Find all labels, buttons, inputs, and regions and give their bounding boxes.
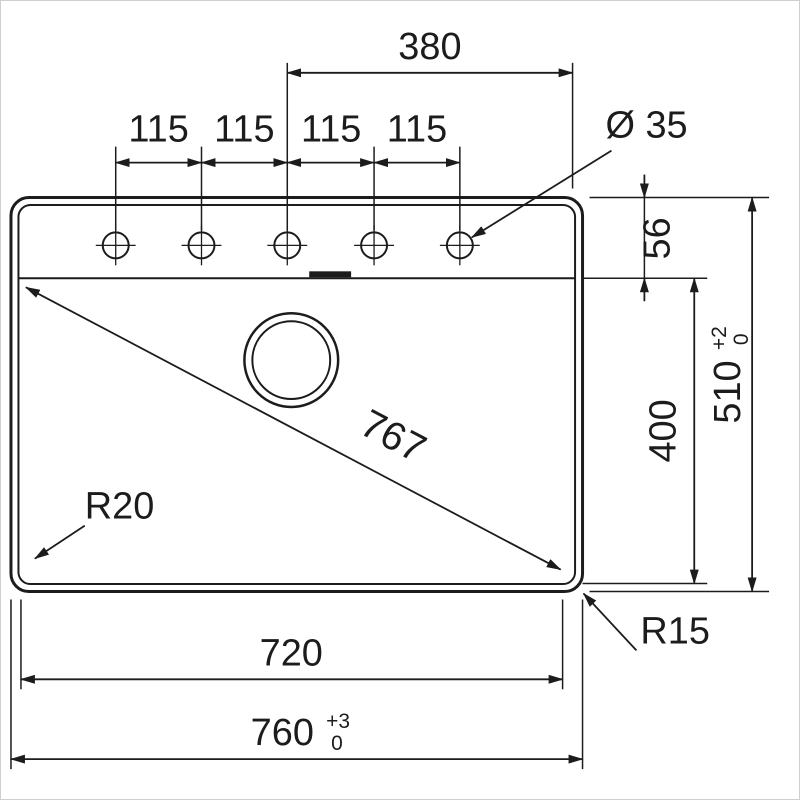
dim-overall-length-510: 510 +2 0 <box>589 196 770 593</box>
dim-tol-plus2: +2 <box>708 326 731 350</box>
dim-line <box>25 286 562 571</box>
dim-tol-plus3: +3 <box>326 710 350 733</box>
dim-overall-width-760: 760 +3 0 <box>9 599 584 770</box>
sink-outer-rim <box>9 196 585 594</box>
dim-label-56: 56 <box>636 217 678 259</box>
leader-line <box>582 592 638 651</box>
dim-bowl-width-720: 720 <box>19 599 564 690</box>
tap-hole <box>95 225 136 266</box>
dim-label-400: 400 <box>642 399 684 462</box>
dim-label-510: 510 <box>707 360 749 423</box>
tap-hole <box>439 225 480 266</box>
dim-label-115: 115 <box>301 109 361 151</box>
dim-label-dia35: Ø 35 <box>605 105 687 147</box>
dim-hole-span-380: 380 <box>286 26 574 231</box>
sink-outline <box>9 196 585 594</box>
dim-label-115: 115 <box>128 109 188 151</box>
tap-hole <box>267 225 308 266</box>
overflow-slot <box>309 271 352 278</box>
dim-label-767: 767 <box>353 401 432 471</box>
dim-label-720: 720 <box>260 632 323 674</box>
dim-label-380: 380 <box>398 26 461 68</box>
dim-tol-zero: 0 <box>331 732 343 755</box>
dim-tol-zero: 0 <box>730 333 753 345</box>
tap-hole <box>354 225 395 266</box>
dim-rim-to-ledge-56: 56 <box>582 174 770 302</box>
dim-bowl-length-400: 400 <box>582 277 708 585</box>
leader-line <box>470 149 612 239</box>
leader-line <box>34 524 86 560</box>
dim-label-r15: R15 <box>640 610 710 652</box>
dim-inner-radius-r20: R20 <box>34 486 155 560</box>
dim-label-760: 760 <box>251 712 314 754</box>
dim-label-r20: R20 <box>85 486 155 528</box>
drain-hole <box>243 311 340 409</box>
sink-inner-rim <box>17 203 577 586</box>
dim-outer-radius-r15: R15 <box>582 592 710 652</box>
tap-holes <box>95 225 480 266</box>
dim-hole-pitch-115: 115 115 115 115 <box>114 109 461 231</box>
dim-label-115: 115 <box>214 109 274 151</box>
tap-hole <box>181 225 222 266</box>
dim-hole-diameter: Ø 35 <box>470 105 688 239</box>
dim-label-115: 115 <box>387 109 447 151</box>
